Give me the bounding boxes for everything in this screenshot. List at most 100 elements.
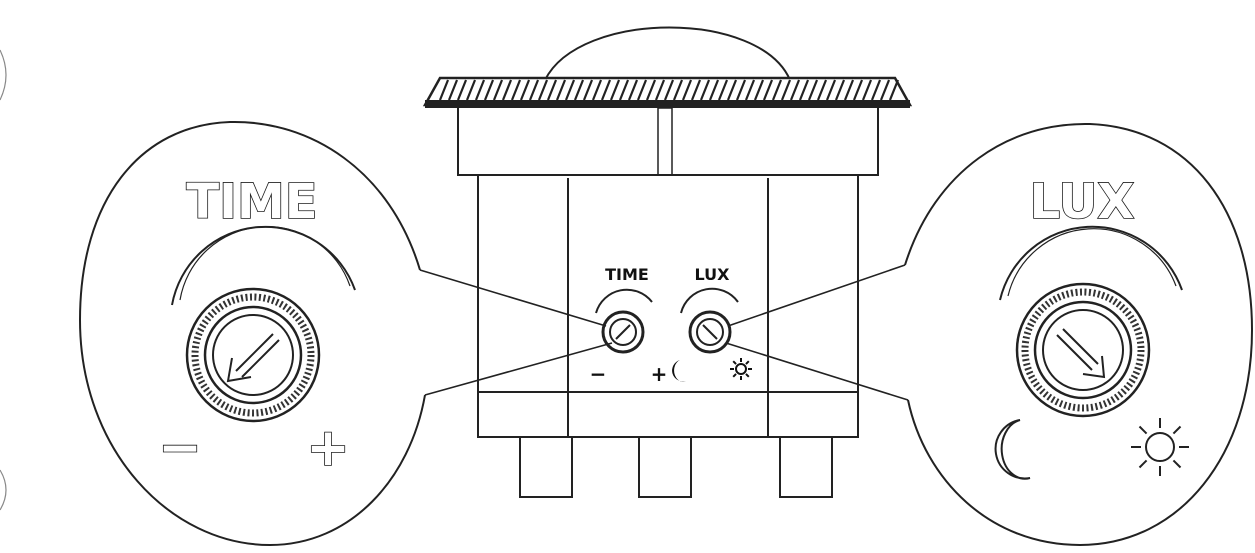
device-time-knob-arrow-icon	[615, 324, 631, 340]
sensor-foot-left	[519, 436, 573, 498]
time-callout-knob-knurl	[191, 293, 315, 417]
cap-rib	[591, 79, 603, 101]
cap-rib	[726, 79, 738, 101]
sun-ray	[1172, 425, 1182, 435]
cap-rib	[582, 79, 594, 101]
sun-ray	[745, 373, 750, 378]
lux-callout-title: LUX	[1030, 174, 1135, 230]
lux-callout-knob-ring	[1015, 282, 1151, 418]
cap-rib	[654, 79, 666, 101]
time-leader-bottom	[424, 342, 613, 396]
cap-rib	[843, 79, 855, 101]
cap-rib	[600, 79, 612, 101]
cap-rib	[519, 79, 531, 101]
cap-rib	[798, 79, 810, 101]
device-lux-knob-arrow-icon	[702, 324, 718, 340]
cap-rib	[438, 79, 450, 101]
cap-rib	[636, 79, 648, 101]
leader-lines	[419, 264, 909, 401]
cap-rib	[861, 79, 873, 101]
sun-ray	[745, 360, 750, 365]
cap-rib	[681, 79, 693, 101]
sensor-foot-center	[638, 436, 692, 498]
cap-rib	[465, 79, 477, 101]
cap-rib	[744, 79, 756, 101]
moon-icon	[994, 419, 1031, 480]
lux-leader-bottom	[725, 342, 909, 401]
time-callout-arc	[171, 225, 356, 306]
time-callout-minus: −	[158, 418, 202, 478]
cap-rib	[825, 79, 837, 101]
device-sun-icon	[730, 358, 752, 380]
lux-callout-outline	[904, 122, 1254, 547]
device-sun-rays	[730, 358, 752, 380]
cap-rib	[735, 79, 747, 101]
sensor-cap-rim	[425, 100, 910, 108]
time-callout-outline	[78, 120, 426, 547]
time-callout-arrow-icon	[226, 333, 280, 383]
cap-rib	[537, 79, 549, 101]
sun-ray	[1172, 459, 1182, 469]
cap-rib	[753, 79, 765, 101]
device-lux-label: LUX	[695, 265, 731, 284]
device-lux-arc	[680, 287, 739, 314]
sun-icon	[1131, 418, 1189, 476]
time-callout-knob-ring	[185, 287, 321, 423]
lux-callout-arrow-icon	[1056, 328, 1106, 379]
cap-rib	[762, 79, 774, 101]
cap-rib	[627, 79, 639, 101]
edge-mark-top	[0, 49, 7, 101]
time-callout-arc-inner	[179, 226, 351, 301]
cap-rib	[888, 79, 900, 101]
cap-rib	[645, 79, 657, 101]
cap-rib	[474, 79, 486, 101]
time-leader-top	[419, 269, 607, 327]
sensor-collar-slot	[657, 107, 673, 176]
cap-rib	[789, 79, 801, 101]
device-plus: +	[651, 362, 668, 386]
device-minus: −	[590, 362, 607, 386]
cap-rib	[546, 79, 558, 101]
sensor-cap-ribs	[438, 79, 900, 101]
cap-rib	[483, 79, 495, 101]
cap-rib	[708, 79, 720, 101]
device-time-arc	[595, 288, 653, 314]
sun-ray	[732, 360, 737, 365]
cap-rib	[771, 79, 783, 101]
cap-rib	[834, 79, 846, 101]
cap-rib	[555, 79, 567, 101]
cap-rib	[870, 79, 882, 101]
cap-rib	[501, 79, 513, 101]
sensor-foot-right	[779, 436, 833, 498]
cap-rib	[699, 79, 711, 101]
cap-rib	[564, 79, 576, 101]
cap-rib	[573, 79, 585, 101]
cap-rib	[807, 79, 819, 101]
cap-rib	[528, 79, 540, 101]
cap-rib	[852, 79, 864, 101]
sun-rays	[1131, 418, 1189, 476]
cap-rib	[447, 79, 459, 101]
cap-rib	[618, 79, 630, 101]
cap-rib	[879, 79, 891, 101]
cap-rib	[492, 79, 504, 101]
cap-rib	[456, 79, 468, 101]
time-callout-title: TIME	[186, 174, 317, 230]
lux-callout-arc-inner	[1007, 228, 1177, 297]
device-time-label: TIME	[605, 265, 649, 284]
sun-ray	[1138, 425, 1148, 435]
sensor-housing	[477, 174, 859, 438]
cap-rib	[672, 79, 684, 101]
cap-rib	[816, 79, 828, 101]
lux-callout-knob-knurl	[1021, 288, 1145, 412]
lux-callout-arc	[999, 225, 1183, 301]
cap-rib	[780, 79, 792, 101]
cap-rib	[690, 79, 702, 101]
sensor-body: TIME LUX − +	[422, 26, 913, 498]
sensor-dome	[544, 26, 791, 81]
edge-mark-bottom	[0, 469, 7, 511]
sun-ray	[732, 373, 737, 378]
cap-rib	[717, 79, 729, 101]
